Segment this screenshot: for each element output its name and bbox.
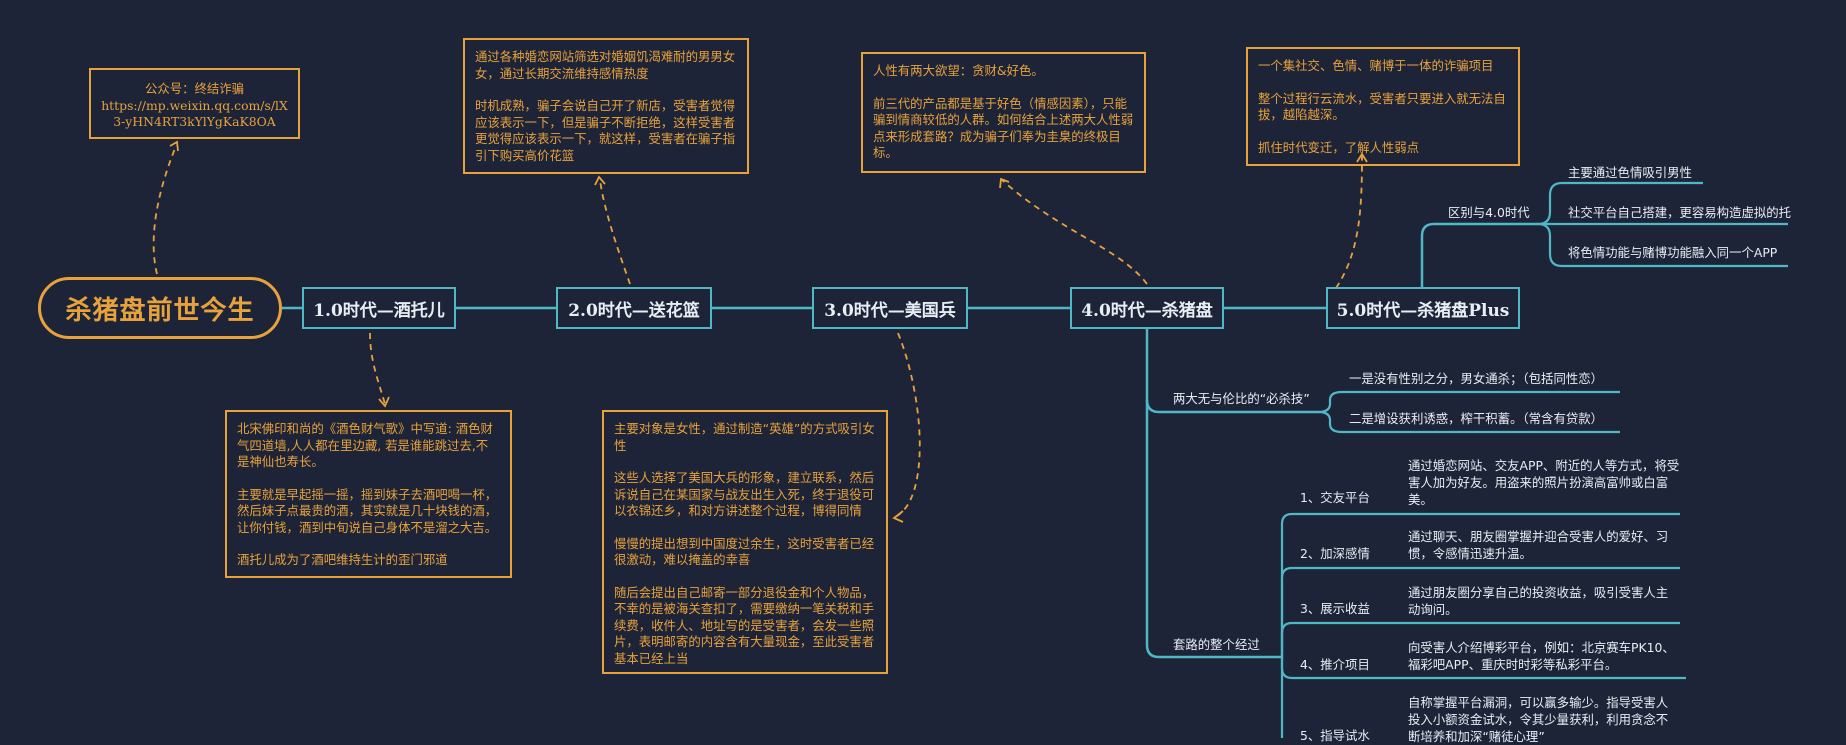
era-5-node[interactable]: 5.0时代—杀猪盘Plus [1326, 287, 1520, 329]
killer-move-item-2[interactable]: 二是增设获利诱惑，榨干积蓄。（常含有贷款） [1349, 411, 1604, 426]
era-5-note-para-2: 整个过程行云流水，受害者只要进入就无法自拔，越陷越深。 [1258, 90, 1506, 123]
era-4-node[interactable]: 4.0时代—杀猪盘 [1070, 287, 1224, 329]
era-3-note-para-2: 这些人选择了美国大兵的形象，建立联系，然后诉说自己在某国家与战友出生入死，终于退… [614, 470, 875, 518]
era-1-note-para-3: 酒托儿成为了酒吧维持生计的歪门邪道 [237, 552, 448, 567]
source-account: 公众号：终结诈骗 [144, 81, 245, 96]
killer-move-item-1[interactable]: 一是没有性别之分，男女通杀；（包括同性恋） [1349, 371, 1604, 386]
step-5-desc: 自称掌握平台漏洞，可以赢多输少。指导受害人投入小额资金试水，令其少量获利，利用贪… [1408, 695, 1669, 744]
step-3-name[interactable]: 3、展示收益 [1300, 601, 1370, 616]
step-5-name[interactable]: 5、指导试水 [1300, 728, 1370, 743]
step-1-name[interactable]: 1、交友平台 [1300, 490, 1370, 505]
era-3-note-para-4: 随后会提出自己邮寄一部分退役金和个人物品，不幸的是被海关查扣了，需要缴纳一笔关税… [614, 584, 875, 666]
era-5-diff-item-2[interactable]: 社交平台自己搭建，更容易构造虚拟的托 [1568, 205, 1792, 220]
era-5-diff-item-1[interactable]: 主要通过色情吸引男性 [1568, 165, 1692, 180]
source-url: https://mp.weixin.qq.com/s/lX3-yHN4RT3kY… [101, 97, 288, 130]
era-3-note-para-1: 主要对象是女性，通过制造“英雄”的方式吸引女性 [614, 421, 875, 453]
root-topic[interactable]: 杀猪盘前世今生 [38, 277, 282, 339]
step-3-desc: 通过朋友圈分享自己的投资收益，吸引受害人主动询问。 [1408, 585, 1669, 617]
era-2-note-para-1: 通过各种婚恋网站筛选对婚姻饥渴难耐的男男女女，通过长期交流维持感情热度 [475, 49, 736, 81]
era-1-note-para-2: 主要就是早起摇一摇，摇到妹子去酒吧喝一杯，然后妹子点最贵的酒，其实就是几十块钱的… [237, 486, 498, 535]
era-1-note[interactable]: 北宋佛印和尚的《酒色财气歌》中写道: 酒色财气四道墙,人人都在里边藏, 若是谁能… [225, 410, 512, 578]
era-4-note-para-1: 人性有两大欲望：贪财&好色。 [873, 63, 1044, 78]
step-4-desc: 向受害人介绍博彩平台，例如：北京赛车PK10、福彩吧APP、重庆时时彩等私彩平台… [1408, 640, 1675, 672]
killer-moves-label[interactable]: 两大无与伦比的“必杀技” [1173, 391, 1310, 406]
era-2-node[interactable]: 2.0时代—送花篮 [556, 287, 712, 329]
step-2-desc: 通过聊天、朋友圈掌握并迎合受害人的爱好、习惯，令感情迅速升温。 [1408, 529, 1669, 561]
era-5-diff-label[interactable]: 区别与4.0时代 [1448, 205, 1530, 220]
source-note[interactable]: 公众号：终结诈骗 https://mp.weixin.qq.com/s/lX3-… [89, 68, 300, 139]
scam-process-label[interactable]: 套路的整个经过 [1173, 637, 1260, 652]
step-2-name[interactable]: 2、加深感情 [1300, 546, 1370, 561]
era-2-note[interactable]: 通过各种婚恋网站筛选对婚姻饥渴难耐的男男女女，通过长期交流维持感情热度 时机成熟… [463, 38, 749, 174]
step-1-desc: 通过婚恋网站、交友APP、附近的人等方式，将受害人加为好友。用盗来的照片扮演高富… [1408, 458, 1680, 507]
era-3-node[interactable]: 3.0时代—美国兵 [812, 287, 968, 329]
era-1-note-para-1: 北宋佛印和尚的《酒色财气歌》中写道: 酒色财气四道墙,人人都在里边藏, 若是谁能… [237, 421, 493, 469]
era-3-note-para-3: 慢慢的提出想到中国度过余生，这时受害者已经很激动，难以掩盖的幸喜 [614, 535, 875, 568]
era-5-diff-item-3[interactable]: 将色情功能与赌博功能融入同一个APP [1568, 245, 1778, 260]
era-1-node[interactable]: 1.0时代—酒托儿 [302, 287, 456, 329]
era-5-note-para-3: 抓住时代变迁，了解人性弱点 [1258, 139, 1420, 155]
era-2-note-para-2: 时机成熟，骗子会说自己开了新店，受害者觉得应该表示一下，但是骗子不断拒绝，这样受… [475, 98, 736, 163]
era-5-note[interactable]: 一个集社交、色情、赌博于一体的诈骗项目 整个过程行云流水，受害者只要进入就无法自… [1246, 47, 1520, 166]
era-4-note-para-2: 前三代的产品都是基于好色（情感因素），只能骗到情商较低的人群。如何结合上述两大人… [873, 95, 1134, 161]
era-4-note[interactable]: 人性有两大欲望：贪财&好色。 前三代的产品都是基于好色（情感因素），只能骗到情商… [861, 52, 1146, 173]
era-5-note-para-1: 一个集社交、色情、赌博于一体的诈骗项目 [1258, 58, 1494, 73]
era-3-note[interactable]: 主要对象是女性，通过制造“英雄”的方式吸引女性 这些人选择了美国大兵的形象，建立… [602, 410, 888, 674]
step-4-name[interactable]: 4、推介项目 [1300, 657, 1370, 672]
